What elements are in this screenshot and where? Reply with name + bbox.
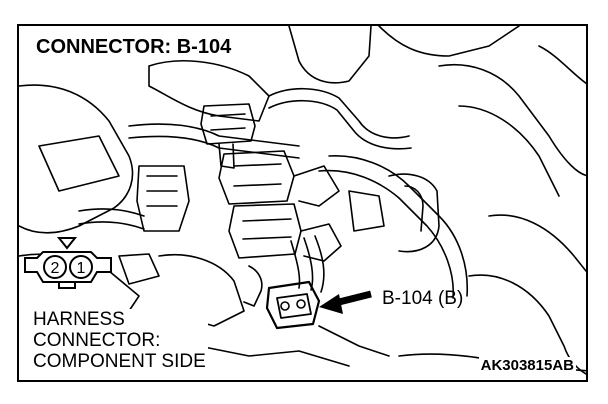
harness-label-line-3: COMPONENT SIDE <box>33 351 206 372</box>
hose-middle <box>268 87 410 139</box>
connector-cluster-2 <box>228 203 302 259</box>
connector-callout-label: B-104 (B) <box>382 288 464 309</box>
wire-1 <box>290 240 301 289</box>
callout-arrow <box>319 290 372 314</box>
harness-label-line-1: HARNESS <box>33 309 125 330</box>
connector-cluster-1 <box>218 150 295 205</box>
diagram-frame: 2 1 CONNECTOR: B-104 B-104 (B) HARNESS C… <box>17 24 588 382</box>
pin-label-2: 2 <box>51 260 60 277</box>
figure-code: AK303815AB <box>478 357 576 374</box>
harness-connector-label: HARNESS CONNECTOR: COMPONENT SIDE <box>31 309 208 372</box>
engine-bay-illustration: 2 1 <box>19 26 586 375</box>
pin-label-1: 1 <box>77 260 86 277</box>
harness-connector-symbol: 2 1 <box>24 237 112 289</box>
harness-label-line-2: CONNECTOR: <box>33 330 161 351</box>
left-connector-block <box>136 165 190 232</box>
engine-bracket <box>38 135 120 192</box>
upper-relay <box>200 103 256 145</box>
b104-connector-body <box>265 280 321 330</box>
page-title: CONNECTOR: B-104 <box>32 35 236 59</box>
hose-upper <box>128 123 300 147</box>
clip <box>348 190 385 232</box>
engine-block-outline <box>19 84 134 234</box>
hose-lower <box>328 155 469 297</box>
